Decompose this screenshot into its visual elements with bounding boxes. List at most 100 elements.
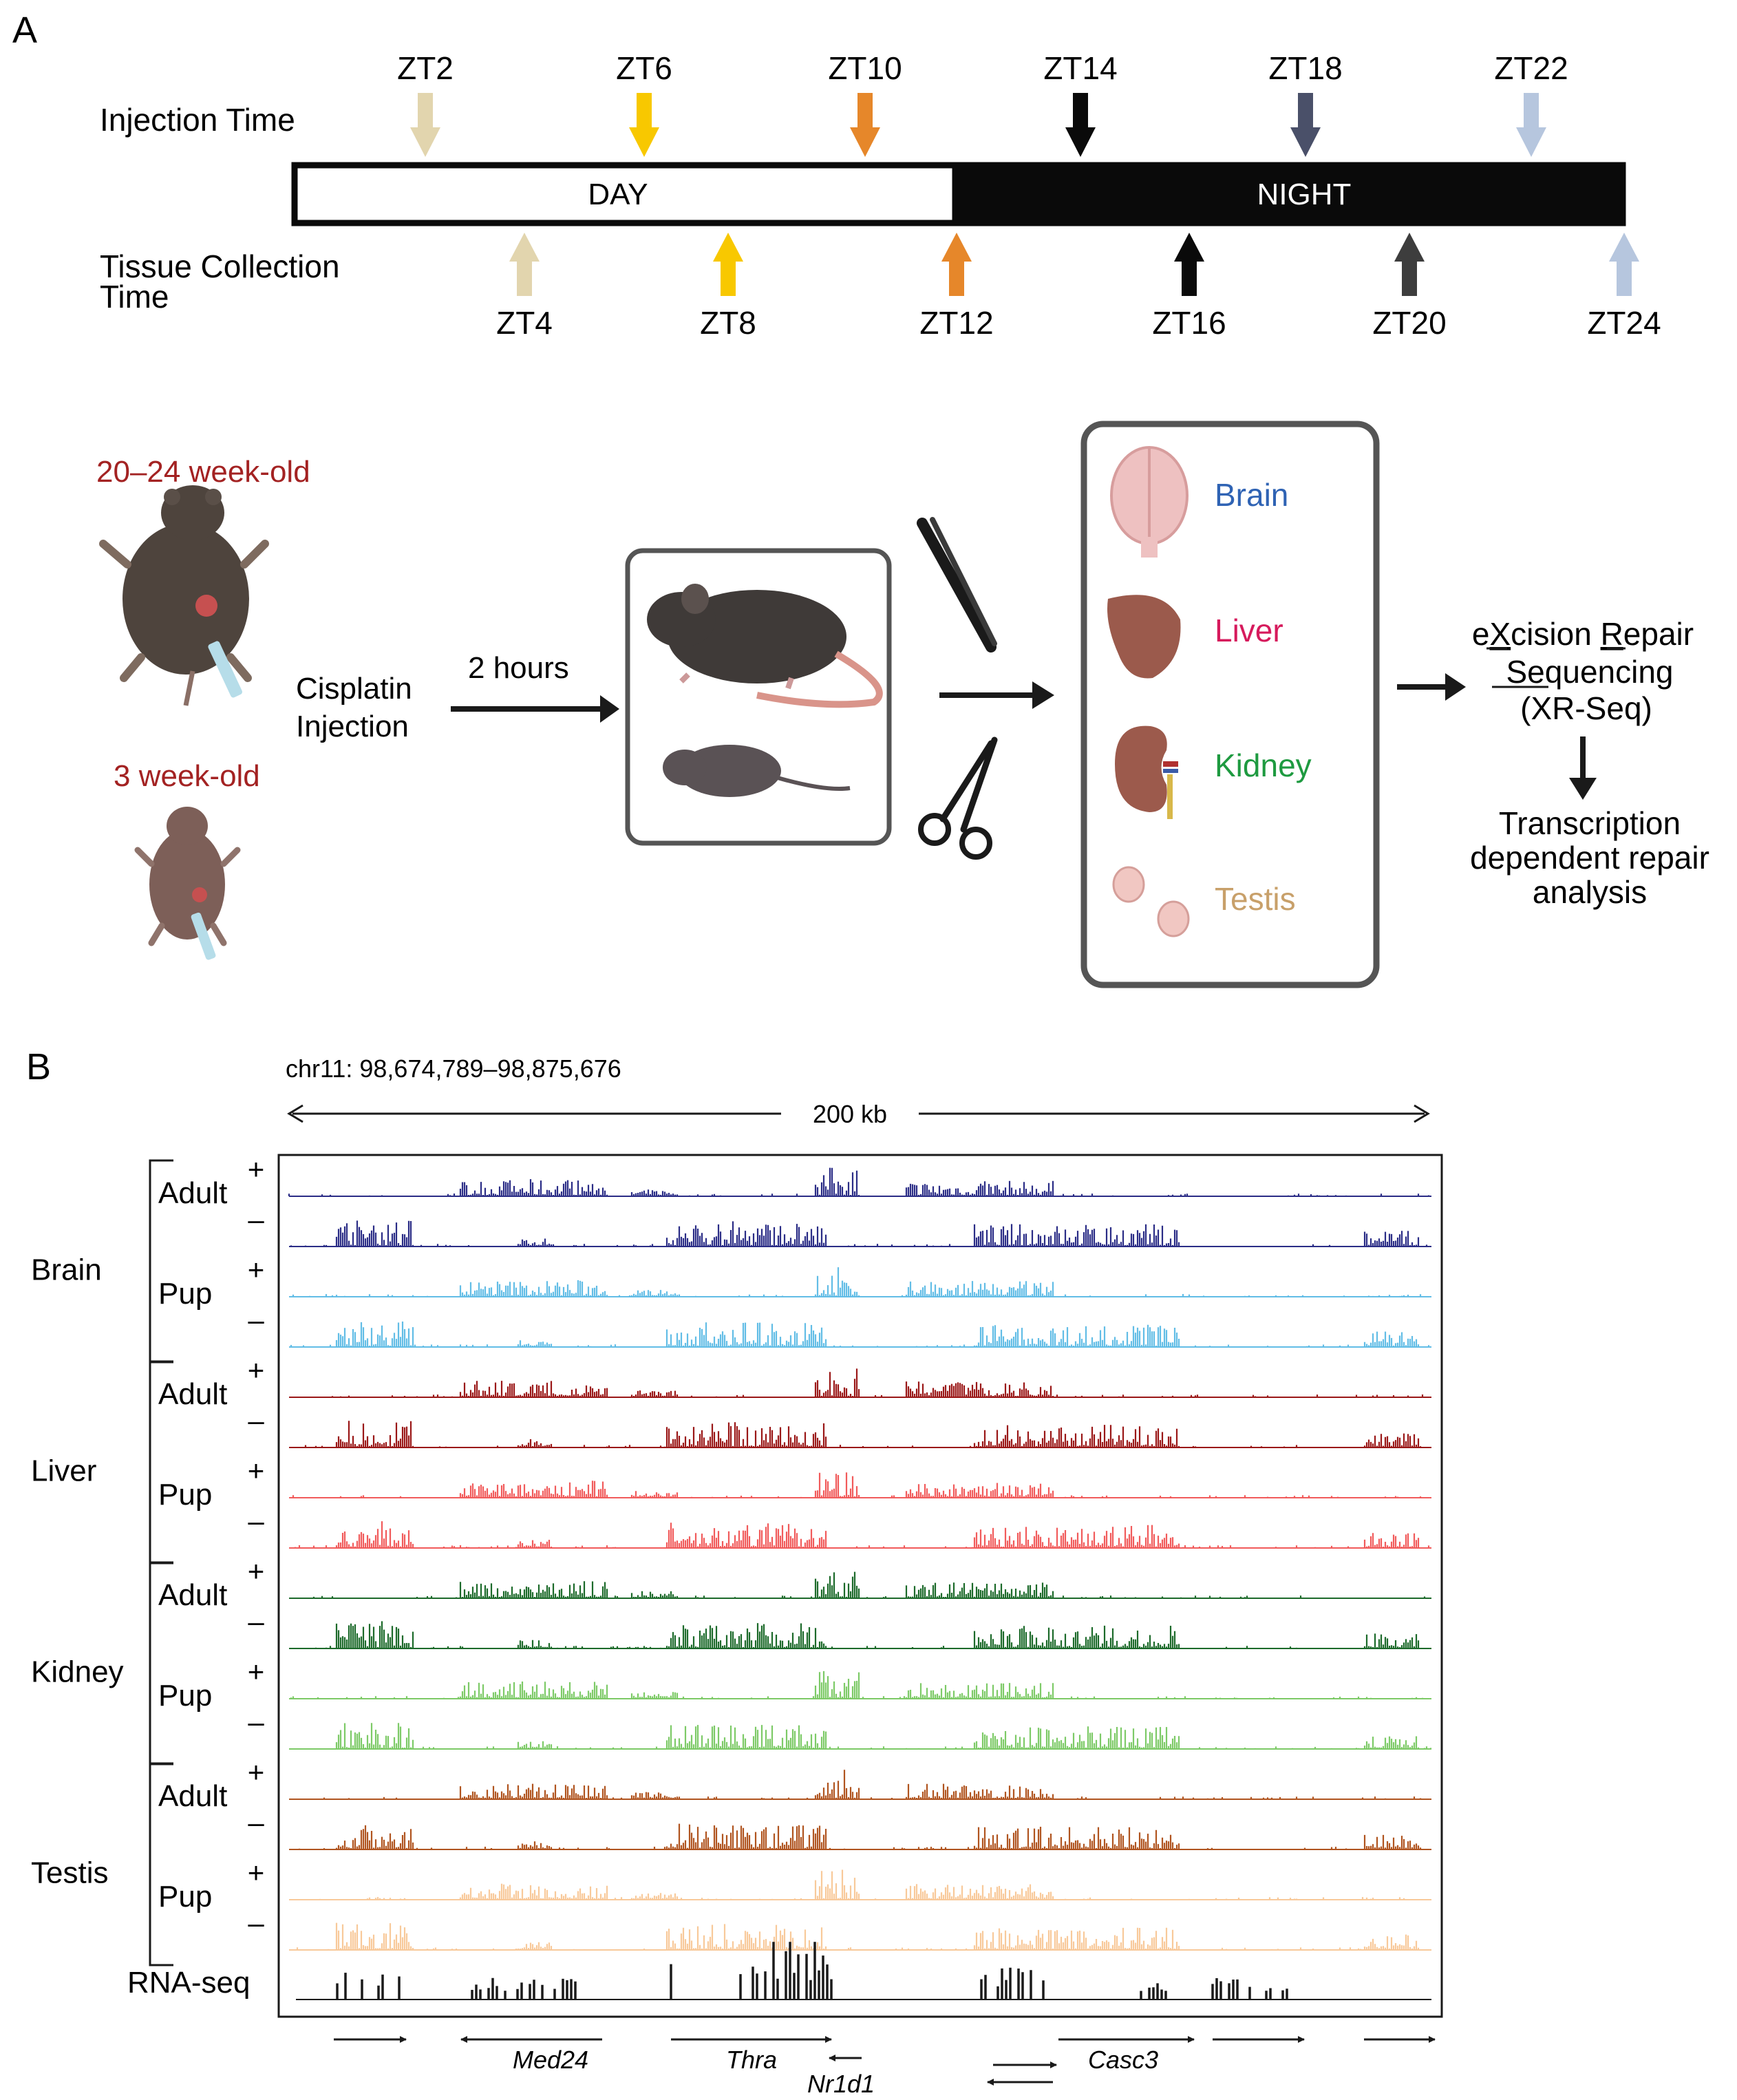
- pup-mouse-injection-illustration: [134, 807, 241, 960]
- tissue-label-liver: Liver: [1215, 613, 1283, 648]
- workflow: 20–24 week-old 3 week-old Cisplatin Inje…: [96, 421, 1709, 988]
- adult-mouse-illustration: [647, 584, 883, 708]
- injection-arrow: [1516, 93, 1546, 157]
- track-brain-pup-minus: [289, 1322, 1431, 1348]
- collection-label-zt4: ZT4: [496, 305, 553, 341]
- collection-arrow: [713, 233, 743, 296]
- collection-arrow: [1394, 233, 1425, 296]
- panel-b-label: B: [26, 1046, 51, 1088]
- collection-label-zt8: ZT8: [700, 305, 756, 341]
- plus-strand-label: +: [248, 1555, 265, 1587]
- track-testis-pup-minus: [289, 1922, 1431, 1951]
- plus-strand-label: +: [248, 1153, 265, 1185]
- track-testis-pup-plus: [289, 1869, 1431, 1900]
- kidney-icon: [1115, 725, 1178, 819]
- cisplatin-label-line2: Injection: [296, 710, 409, 743]
- plus-strand-label: +: [248, 1856, 265, 1889]
- track-testis-adult-plus: [289, 1770, 1431, 1800]
- minus-strand-label: –: [248, 1203, 264, 1235]
- track-group-label-testis: Testis: [31, 1856, 108, 1890]
- collection-arrow: [941, 233, 972, 296]
- panel-a-label: A: [12, 10, 37, 51]
- scale-label: 200 kb: [813, 1100, 887, 1128]
- xrseq-title-line2: Sequencing: [1506, 654, 1674, 690]
- nr1d1-label: Nr1d1: [807, 2070, 875, 2098]
- track-kidney-adult-plus: [289, 1571, 1431, 1599]
- collection-label-zt24: ZT24: [1587, 305, 1661, 341]
- pup-age-label: 3 week-old: [114, 759, 260, 793]
- collection-arrow: [1609, 233, 1639, 296]
- plus-strand-label: +: [248, 1655, 265, 1688]
- track-group-bracket: [149, 1762, 173, 1966]
- collection-label-zt12: ZT12: [919, 305, 993, 341]
- tissue-label-brain: Brain: [1215, 477, 1288, 513]
- collection-arrow: [1174, 233, 1204, 296]
- liver-icon: [1107, 595, 1181, 679]
- analysis-line1: Transcription: [1499, 805, 1681, 841]
- track-group-label-brain: Brain: [31, 1253, 102, 1287]
- pup-label: Pup: [158, 1679, 212, 1712]
- collection-arrow: [509, 233, 540, 296]
- track-kidney-pup-plus: [289, 1671, 1431, 1699]
- minus-strand-label: –: [248, 1605, 264, 1637]
- injection-label-zt2: ZT2: [397, 50, 454, 86]
- minus-strand-label: –: [248, 1304, 264, 1336]
- injection-label-zt18: ZT18: [1268, 50, 1342, 86]
- thra-label: Thra: [726, 2046, 777, 2074]
- track-brain-adult-minus: [289, 1220, 1431, 1247]
- tweezers-icon: [917, 517, 997, 653]
- collection-time-label-line1: Tissue Collection: [100, 248, 340, 284]
- plus-strand-label: +: [248, 1354, 265, 1386]
- injection-time-label: Injection Time: [100, 102, 295, 138]
- track-brain-pup-plus: [289, 1267, 1431, 1297]
- plus-strand-label: +: [248, 1253, 265, 1286]
- injection-arrow: [1065, 93, 1096, 157]
- pup-label: Pup: [158, 1478, 212, 1512]
- timeline: Injection Time Tissue Collection Time DA…: [100, 50, 1661, 341]
- track-rna-seq: [296, 1942, 1431, 2000]
- adult-age-label: 20–24 week-old: [96, 455, 310, 489]
- rna-seq-label: RNA-seq: [127, 1966, 251, 2000]
- scissors-icon: [918, 736, 998, 860]
- minus-strand-label: –: [248, 1907, 264, 1939]
- day-segment: [291, 162, 959, 226]
- cisplatin-label-line1: Cisplatin: [296, 672, 412, 706]
- pup-label: Pup: [158, 1277, 212, 1311]
- adult-label: Adult: [158, 1779, 227, 1813]
- track-liver-adult-plus: [289, 1368, 1431, 1398]
- two-hours-label: 2 hours: [468, 651, 569, 685]
- tissue-label-kidney: Kidney: [1215, 747, 1312, 783]
- adult-label: Adult: [158, 1176, 227, 1210]
- injection-arrow: [410, 93, 440, 157]
- track-labels: BrainAdultPup+–+–LiverAdultPup+–+–Kidney…: [31, 1153, 264, 2000]
- pup-mouse-illustration: [663, 745, 851, 797]
- adult-label: Adult: [158, 1377, 227, 1411]
- track-liver-adult-minus: [289, 1421, 1431, 1448]
- minus-strand-label: –: [248, 1404, 264, 1436]
- injection-arrow: [629, 93, 659, 157]
- med24-label: Med24: [513, 2046, 588, 2074]
- track-kidney-pup-minus: [289, 1723, 1432, 1750]
- tracks: [288, 1167, 1432, 2000]
- gene-annotations: Med24 Thra Nr1d1 Casc3: [334, 2036, 1436, 2098]
- track-group-label-kidney: Kidney: [31, 1655, 124, 1689]
- minus-strand-label: –: [248, 1505, 264, 1537]
- xrseq-title-line3: (XR-Seq): [1520, 690, 1652, 726]
- plus-strand-label: +: [248, 1756, 265, 1788]
- plus-strand-label: +: [248, 1454, 265, 1487]
- scale-bar: 200 kb: [287, 1100, 1430, 1128]
- day-label: DAY: [588, 178, 648, 211]
- night-segment: [952, 162, 1626, 226]
- analysis-line2: dependent repair: [1470, 840, 1709, 876]
- browser-frame: [277, 1154, 1443, 2018]
- injection-label-zt22: ZT22: [1494, 50, 1568, 86]
- tissue-label-testis: Testis: [1215, 881, 1296, 917]
- brain-icon: [1110, 446, 1189, 558]
- minus-strand-label: –: [248, 1806, 264, 1838]
- xrseq-title-line1: eXcision Repair: [1472, 616, 1694, 652]
- analysis-line3: analysis: [1533, 874, 1647, 910]
